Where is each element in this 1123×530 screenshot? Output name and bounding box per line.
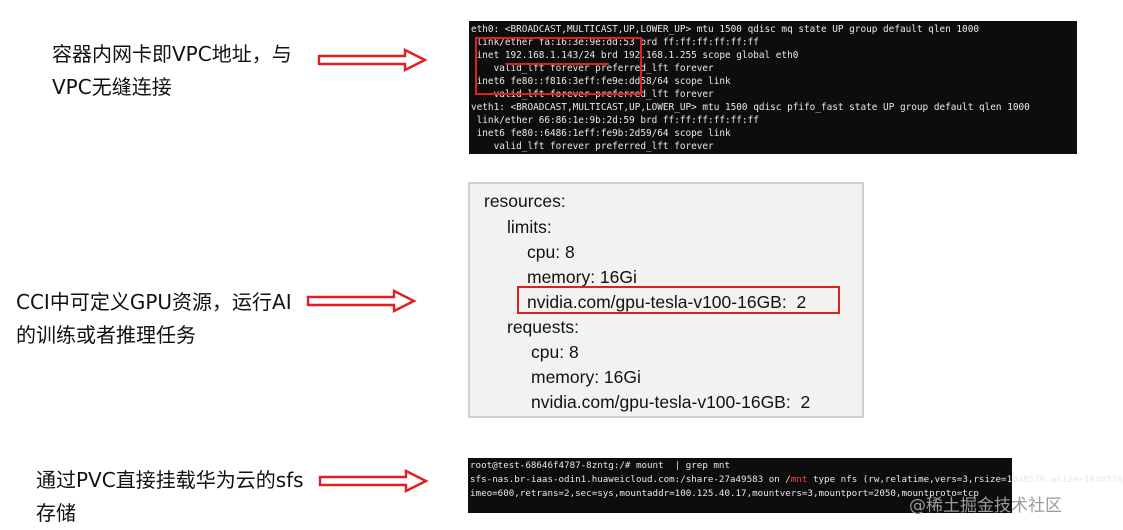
- watermark: @稀土掘金技术社区: [909, 496, 1062, 516]
- annotation-vpc-line2: VPC无缝连接: [52, 75, 172, 99]
- yaml-line: memory: 16Gi: [527, 267, 637, 287]
- annotation-gpu-line1: CCI中可定义GPU资源，运行AI: [16, 290, 292, 314]
- ip-underline: [506, 63, 609, 65]
- terminal-line: root@test-68646f4787-8zntg:/# mount | gr…: [470, 460, 730, 471]
- terminal-line: valid_lft forever preferred_lft forever: [471, 141, 714, 152]
- terminal-mount-output: root@test-68646f4787-8zntg:/# mount | gr…: [468, 458, 1123, 513]
- terminal-line: valid_lft forever preferred_lft forever: [471, 63, 714, 74]
- yaml-line: memory: 16Gi: [531, 367, 641, 387]
- terminal-line: inet 192.168.1.143/24 brd 192.168.1.255 …: [471, 50, 799, 61]
- mount-source-text: sfs-nas.br-iaas-odin1.huaweicloud.com:/s…: [470, 474, 791, 485]
- yaml-line: nvidia.com/gpu-tesla-v100-16GB: 2: [527, 292, 807, 312]
- annotation-vpc-line1: 容器内网卡即VPC地址，与: [52, 42, 292, 66]
- arrow-right-icon: [318, 469, 429, 493]
- mount-options-text: type nfs (rw,relatime,vers=3,rsize=10485…: [807, 474, 1123, 485]
- annotation-gpu-line2: 的训练或者推理任务: [16, 323, 196, 347]
- yaml-line: nvidia.com/gpu-tesla-v100-16GB: 2: [531, 392, 811, 412]
- terminal-line: sfs-nas.br-iaas-odin1.huaweicloud.com:/s…: [468, 473, 1123, 487]
- annotation-gpu: CCI中可定义GPU资源，运行AI 的训练或者推理任务: [16, 286, 292, 352]
- terminal-line: imeo=600,retrans=2,sec=sys,mountaddr=100…: [470, 488, 979, 499]
- yaml-line: cpu: 8: [527, 242, 575, 262]
- annotation-vpc: 容器内网卡即VPC地址，与 VPC无缝连接: [52, 38, 292, 104]
- arrow-right-icon: [306, 289, 417, 313]
- gpu-limit-highlight-box: [517, 286, 840, 314]
- yaml-line: requests:: [507, 317, 579, 337]
- yaml-resources-panel: resources: limits: cpu: 8 memory: 16Gi n…: [468, 182, 864, 418]
- annotation-sfs-line1: 通过PVC直接挂载华为云的sfs: [36, 468, 304, 492]
- terminal-line: veth1: <BROADCAST,MULTICAST,UP,LOWER_UP>…: [471, 102, 1030, 113]
- terminal-line: inet6 fe80::6486:1eff:fe9b:2d59/64 scope…: [471, 128, 731, 139]
- annotation-sfs-line2: 存储: [36, 501, 76, 525]
- mount-point-text: mnt: [790, 474, 808, 485]
- ip-highlight-box: [475, 37, 642, 95]
- annotation-sfs: 通过PVC直接挂载华为云的sfs 存储: [36, 464, 304, 530]
- yaml-line: cpu: 8: [531, 342, 579, 362]
- terminal-line: eth0: <BROADCAST,MULTICAST,UP,LOWER_UP> …: [471, 24, 979, 35]
- terminal-line: inet6 fe80::f816:3eff:fe9e:dd58/64 scope…: [471, 76, 731, 87]
- yaml-line: limits:: [507, 217, 552, 237]
- arrow-right-icon: [317, 48, 428, 72]
- yaml-line: resources:: [484, 191, 566, 211]
- terminal-line: link/ether fa:16:3e:9e:dd:53 brd ff:ff:f…: [471, 37, 759, 48]
- terminal-line: link/ether 66:86:1e:9b:2d:59 brd ff:ff:f…: [471, 115, 759, 126]
